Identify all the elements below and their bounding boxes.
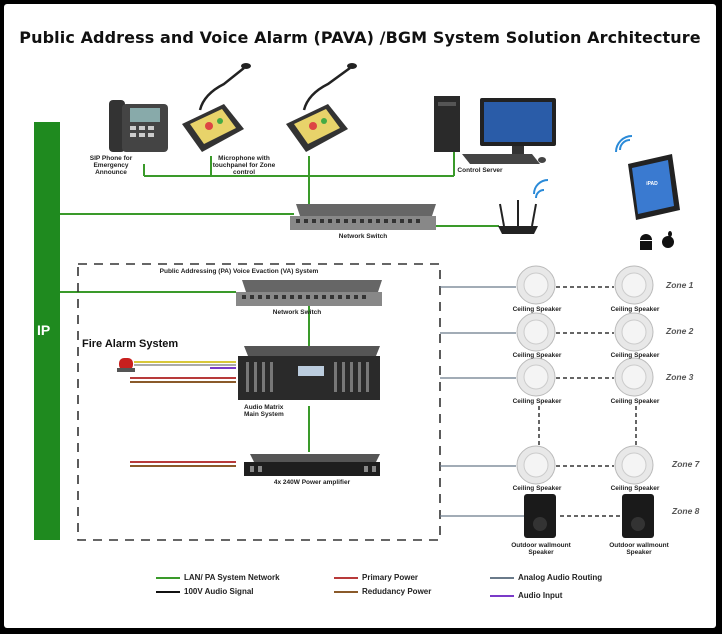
ceiling-speakers bbox=[516, 265, 654, 485]
microphone-panel-icon-1 bbox=[182, 63, 251, 152]
pa-system-box bbox=[77, 263, 441, 541]
speaker-dashed-links bbox=[538, 286, 637, 517]
legend-swatches bbox=[156, 577, 514, 597]
microphone-panel-icon-2 bbox=[286, 63, 357, 152]
fire-alarm-title: Fire Alarm System bbox=[82, 338, 179, 350]
ceiling-speaker-icon bbox=[614, 265, 654, 305]
ipad-icon bbox=[615, 135, 680, 220]
audio-matrix-icon bbox=[238, 346, 380, 400]
control-server-icon bbox=[434, 96, 556, 164]
android-icon bbox=[640, 234, 652, 250]
lan-lines bbox=[60, 152, 499, 452]
sip-phone-icon bbox=[109, 100, 168, 152]
network-switch-top-label: Network Switch bbox=[338, 233, 388, 240]
outdoor-speaker-label: Outdoor wallmount Speaker bbox=[511, 542, 571, 556]
outdoor-speaker-label: Outdoor wallmount Speaker bbox=[609, 542, 669, 556]
pa-system-label: Public Addressing (PA) Voice Evaction (V… bbox=[159, 268, 319, 275]
audio-matrix-label: Audio Matrix Main System bbox=[244, 404, 284, 418]
legend-audio-input: Audio Input bbox=[518, 591, 563, 600]
ceiling-speaker-label: Ceiling Speaker bbox=[610, 306, 660, 313]
ceiling-speaker-label: Ceiling Speaker bbox=[610, 485, 660, 492]
legend-primary-power: Primary Power bbox=[362, 573, 419, 582]
network-switch-pa-label: Network Switch bbox=[272, 309, 322, 316]
ip-bar bbox=[34, 122, 60, 540]
outdoor-speaker-icon bbox=[622, 494, 654, 538]
speaker-feed-lines bbox=[440, 286, 524, 517]
ceiling-speaker-label: Ceiling Speaker bbox=[512, 306, 562, 313]
zone-label-7: Zone 7 bbox=[672, 459, 700, 469]
zone-label-8: Zone 8 bbox=[672, 506, 700, 516]
ceiling-speaker-icon bbox=[516, 312, 556, 352]
ceiling-speaker-label: Ceiling Speaker bbox=[512, 398, 562, 405]
fire-alarm-icon bbox=[117, 358, 135, 372]
ceiling-speaker-icon bbox=[614, 445, 654, 485]
ceiling-speaker-icon bbox=[614, 357, 654, 397]
ip-label: IP bbox=[37, 322, 51, 338]
diagram-graphics bbox=[34, 63, 680, 597]
ceiling-speaker-icon bbox=[516, 265, 556, 305]
network-switch-pa-icon bbox=[236, 280, 382, 306]
diagram-sheet: Public Address and Voice Alarm (PAVA) /B… bbox=[4, 4, 716, 628]
network-switch-top-icon bbox=[290, 204, 436, 230]
apple-icon bbox=[662, 231, 674, 248]
diagram-title: Public Address and Voice Alarm (PAVA) /B… bbox=[19, 28, 701, 47]
outdoor-speaker-icon bbox=[524, 494, 556, 538]
legend-lan: LAN/ PA System Network bbox=[184, 573, 280, 582]
legend-100v: 100V Audio Signal bbox=[184, 587, 254, 596]
ceiling-speaker-icon bbox=[516, 445, 556, 485]
ceiling-speaker-label: Ceiling Speaker bbox=[610, 352, 660, 359]
legend-redundancy-power: Redudancy Power bbox=[362, 587, 432, 596]
legend-analog-routing: Analog Audio Routing bbox=[518, 573, 603, 582]
fire-alarm-wires bbox=[130, 361, 236, 467]
ceiling-speaker-label: Ceiling Speaker bbox=[512, 352, 562, 359]
zone-label-1: Zone 1 bbox=[666, 280, 694, 290]
wifi-router-icon bbox=[498, 179, 549, 234]
zone-label-2: Zone 2 bbox=[666, 326, 694, 336]
control-server-label: Control Server bbox=[457, 167, 503, 174]
microphone-label: Microphone with touchpanel for Zone cont… bbox=[212, 155, 276, 176]
sip-phone-label: SIP Phone for Emergency Announce bbox=[89, 155, 133, 176]
zone-label-3: Zone 3 bbox=[666, 372, 694, 382]
ipad-label: iPAD bbox=[646, 181, 658, 187]
ceiling-speaker-icon bbox=[614, 312, 654, 352]
amplifier-label: 4x 240W Power amplifier bbox=[273, 479, 351, 486]
ceiling-speaker-label: Ceiling Speaker bbox=[512, 485, 562, 492]
power-amplifier-icon bbox=[244, 454, 380, 476]
ceiling-speaker-label: Ceiling Speaker bbox=[610, 398, 660, 405]
ceiling-speaker-icon bbox=[516, 357, 556, 397]
